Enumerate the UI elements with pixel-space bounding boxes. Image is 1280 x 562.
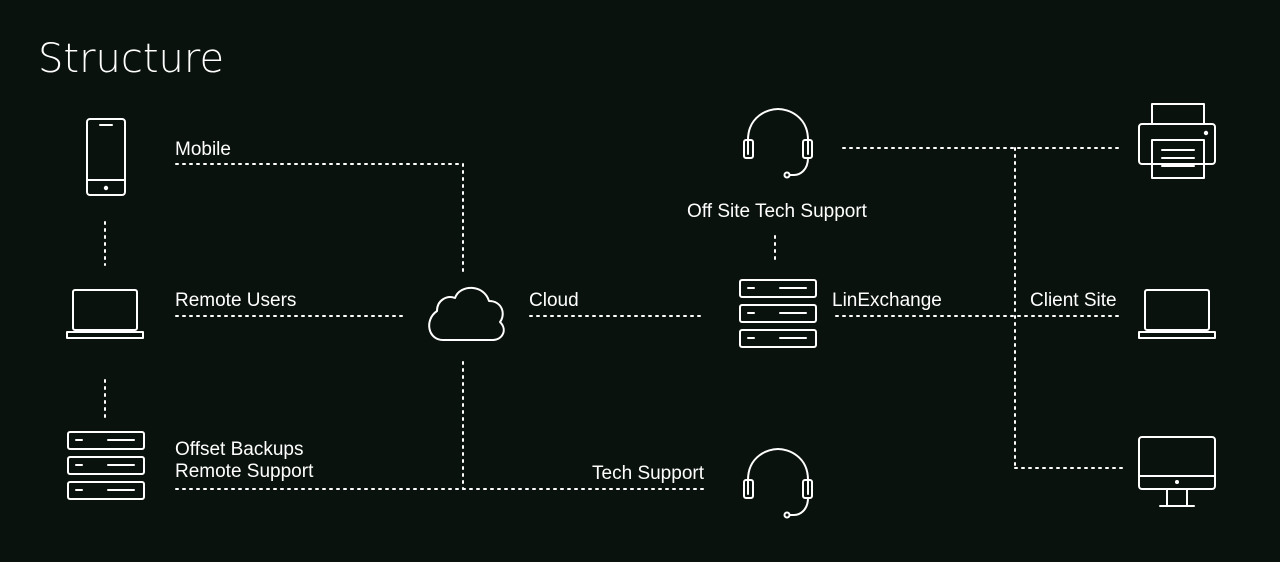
printer-icon	[1138, 103, 1216, 179]
remote-support-label: Remote Support	[175, 461, 314, 482]
page-title: Structure	[38, 36, 224, 82]
laptop-icon	[66, 289, 144, 339]
connector-mobile-cloud	[175, 163, 464, 273]
cloud-icon	[428, 286, 505, 341]
connectors	[104, 147, 1123, 490]
cloud-label: Cloud	[529, 290, 579, 311]
client-laptop-icon	[1138, 289, 1216, 339]
headset-icon	[743, 448, 813, 519]
offset-backups-label: Offset Backups	[175, 439, 304, 460]
linexchange-server-icon	[739, 279, 817, 348]
off-site-headset-icon	[743, 108, 813, 179]
linexchange-label: LinExchange	[832, 290, 942, 311]
off-site-tech-support-label: Off Site Tech Support	[687, 201, 868, 222]
mobile-label: Mobile	[175, 139, 231, 160]
mobile-phone-icon	[86, 118, 126, 196]
tech-support-label: Tech Support	[592, 463, 705, 484]
server-stack-icon	[67, 431, 145, 500]
desktop-monitor-icon	[1138, 436, 1216, 507]
remote-users-label: Remote Users	[175, 290, 296, 311]
client-site-label: Client Site	[1030, 290, 1117, 311]
